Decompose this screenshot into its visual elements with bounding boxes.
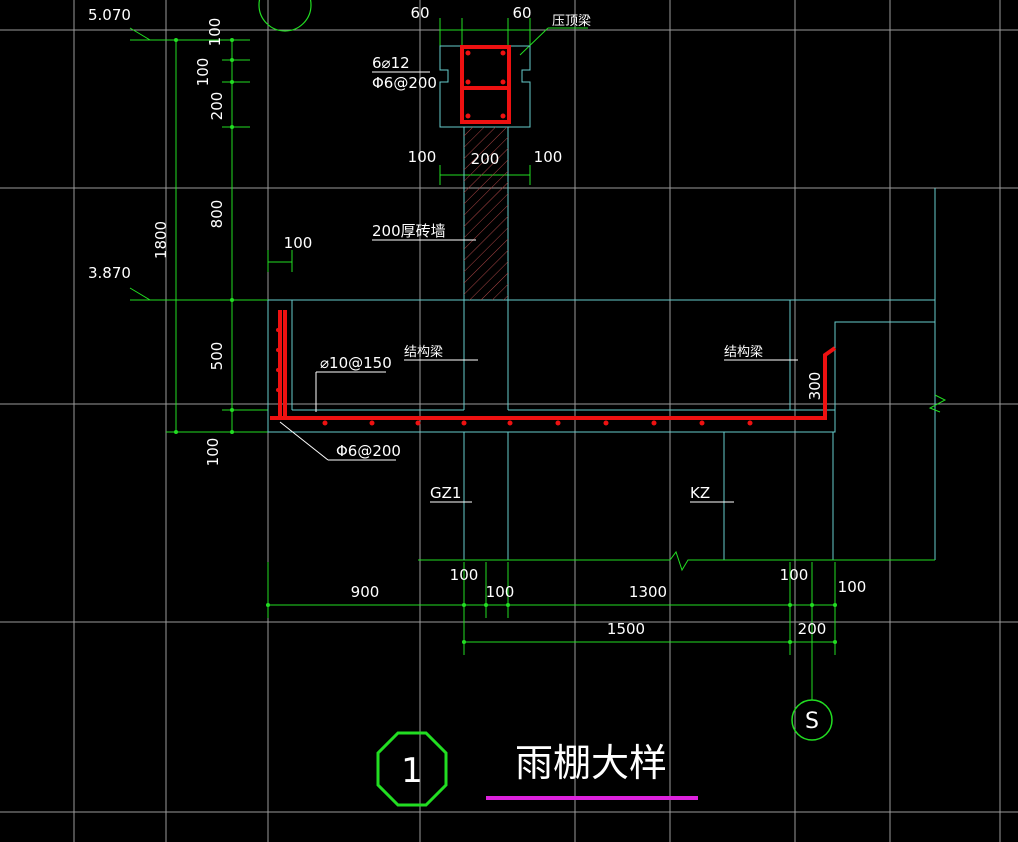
label-wall: 200厚砖墙	[372, 222, 446, 240]
detail-number: 1	[401, 751, 423, 791]
drawing-title: 雨棚大样	[515, 741, 667, 785]
dim-top-100-right: 100	[534, 148, 563, 166]
bottom-dimension-lines	[267, 562, 836, 655]
ground-line	[418, 394, 947, 572]
dim-bottom-900: 900	[351, 583, 380, 601]
dim-left-500: 500	[208, 342, 226, 371]
dim-left-200: 200	[208, 92, 226, 121]
dim-top-200: 200	[471, 150, 500, 168]
label-struct-beam-left: 结构梁	[404, 345, 443, 360]
left-dimension-chain	[129, 27, 268, 433]
dim-bottom-100-a: 100	[450, 566, 479, 584]
label-slab-rebar: ⌀10@150	[320, 354, 392, 372]
axis-bubble-top	[258, 0, 312, 32]
dim-left-100-b: 100	[194, 58, 212, 87]
dim-top-60-right: 60	[512, 4, 531, 22]
rebar-dots	[276, 50, 753, 426]
dim-bottom-1500: 1500	[607, 620, 645, 638]
dim-bottom-100-c: 100	[780, 566, 809, 584]
label-rebar-long: 6⌀12	[372, 54, 410, 72]
left-dimension-ticks	[174, 38, 234, 434]
structure-outlines	[267, 45, 936, 560]
label-slab-dist: Φ6@200	[336, 442, 401, 460]
dim-left-1800: 1800	[152, 221, 170, 259]
dim-left-800: 800	[208, 200, 226, 229]
label-kz: KZ	[690, 484, 710, 502]
axis-bubble-s	[791, 655, 833, 741]
dim-bottom-200: 200	[798, 620, 827, 638]
dim-top-100-left: 100	[408, 148, 437, 166]
dim-300: 300	[806, 372, 824, 401]
dim-left-100-top: 100	[206, 18, 224, 47]
elevation-top: 5.070	[88, 6, 131, 24]
detail-number-marker	[376, 731, 448, 807]
dim-bottom-1300: 1300	[629, 583, 667, 601]
bottom-dimension-ticks	[266, 603, 837, 644]
dim-top-60-left: 60	[410, 4, 429, 22]
dim-bottom-100-b: 100	[486, 583, 515, 601]
dim-slab-100: 100	[284, 234, 313, 252]
brick-wall-hatch	[464, 127, 508, 300]
leader-lines	[279, 71, 798, 503]
elevation-mid: 3.870	[88, 264, 131, 282]
label-crown-beam: 压顶梁	[552, 14, 591, 29]
rebar-lines	[270, 45, 837, 420]
axis-label-s: S	[805, 709, 819, 734]
dim-left-100-bottom: 100	[204, 438, 222, 467]
label-struct-beam-right: 结构梁	[724, 345, 763, 360]
dim-bottom-100-d: 100	[838, 578, 867, 596]
label-rebar-stirrup: Φ6@200	[372, 74, 437, 92]
label-gz1: GZ1	[430, 484, 461, 502]
